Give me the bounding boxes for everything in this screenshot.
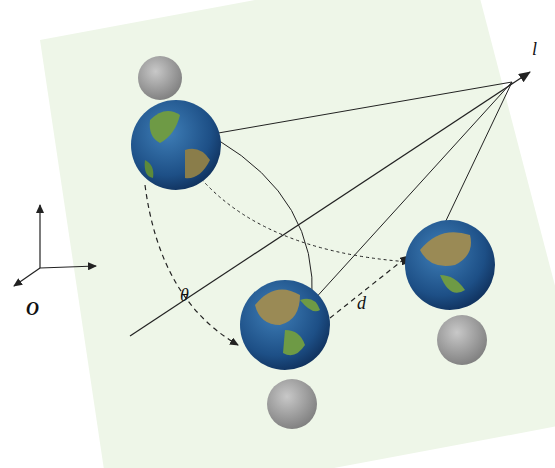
- origin-label: O: [26, 300, 39, 318]
- rotation-arc: [218, 140, 312, 302]
- angle-label: θ: [180, 286, 189, 304]
- earth: [240, 280, 330, 370]
- moon: [267, 379, 317, 429]
- axis-label: l: [532, 40, 537, 58]
- moon: [437, 315, 487, 365]
- earth: [131, 100, 221, 190]
- rotation-axis: [130, 72, 530, 336]
- background-panel: [40, 0, 555, 468]
- rotation-path: [145, 185, 238, 345]
- earth: [405, 220, 495, 310]
- coordinate-axes: [14, 205, 96, 286]
- moon: [138, 56, 182, 100]
- distance-label: d: [357, 294, 366, 312]
- translation-arrow: [330, 256, 408, 318]
